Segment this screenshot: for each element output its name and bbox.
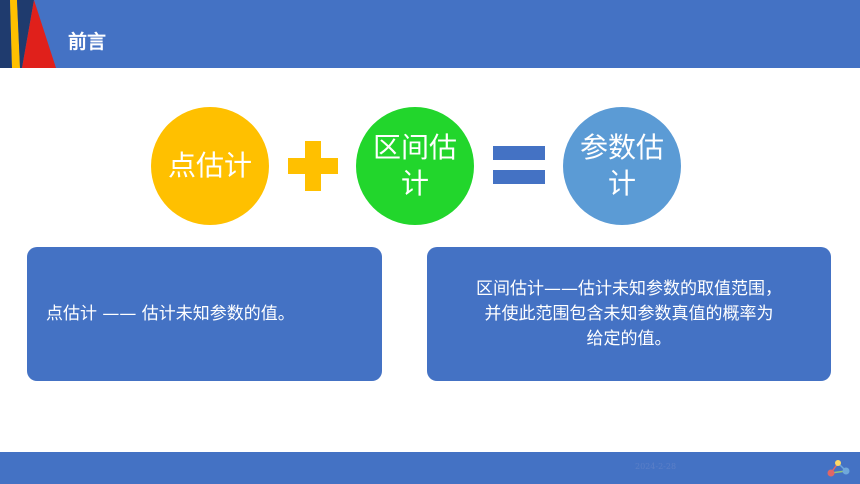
circle-interval-estimate: 区间估计 [356, 107, 474, 225]
molecule-icon [827, 460, 850, 477]
circle-label: 区间估计 [372, 131, 457, 200]
logo-icon [0, 0, 56, 68]
circle-label: 参数估计 [579, 131, 664, 200]
card-text: 点估计 —— 估计未知参数的值。 [46, 303, 295, 324]
page-title: 前言 [68, 31, 107, 53]
footer-date: 2024-2-28 [635, 462, 677, 471]
plus-icon [288, 141, 338, 191]
circle-point-estimate: 点估计 [151, 107, 269, 225]
circle-label: 点估计 [167, 149, 252, 182]
card-point-estimate: 点估计 —— 估计未知参数的值。 [27, 247, 382, 381]
card-interval-estimate: 区间估计——估计未知参数的取值范围， 并使此范围包含未知参数真值的概率为 给定的… [427, 247, 831, 381]
card-text: 区间估计——估计未知参数的取值范围， 并使此范围包含未知参数真值的概率为 给定的… [476, 278, 782, 349]
equals-icon [493, 146, 545, 184]
circle-parameter-estimate: 参数估计 [563, 107, 681, 225]
footer-bar: 2024-2-28 [0, 452, 860, 484]
header-bar: 前言 [0, 0, 860, 68]
